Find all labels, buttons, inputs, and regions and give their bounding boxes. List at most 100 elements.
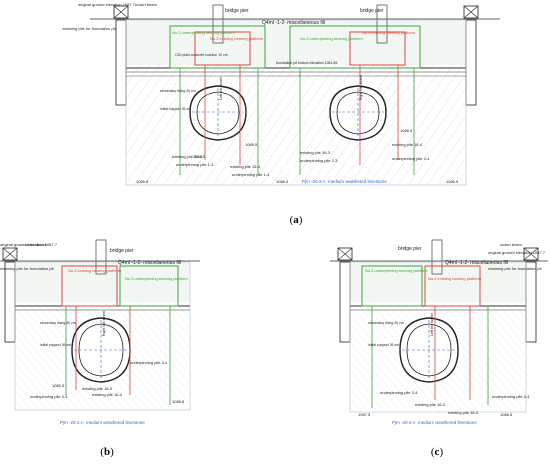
bridge-pier-b (95, 239, 107, 275)
rock-layer-label-c: Pjm -20-2-c- medium weathered limestone (392, 420, 477, 425)
platform-label-a-1: No.2 existing bearing platform (210, 36, 264, 41)
pile-label-b-0: underpinning pile 3-3 (30, 394, 68, 399)
rock-layer-label-b: Pjm -20-2-c- medium weathered limestone (60, 420, 145, 425)
secondary-lining-label-a: secondary lining 40 cm (160, 89, 196, 93)
elevation-label-a-2: 1069.5 (245, 142, 258, 147)
existing-platform-2-a (194, 31, 251, 66)
fill-layer-b (15, 262, 190, 302)
elevation-label-a-5: 1066.5 (446, 179, 459, 184)
platform-label-a-0: No.2 underpinning bearing platform (172, 30, 235, 35)
crown-beam-label-b: crown beam (25, 242, 47, 247)
fill-layer-label-c: Q4ml -1-2- miscellaneous fill (445, 260, 508, 266)
bridge-pier-label-right-a: bridge pier (360, 8, 384, 14)
pile-label-a-0: existing pile 15-3 (172, 154, 203, 159)
tunnel-label-a-1: Right line tunnel (359, 75, 363, 100)
piles-b (65, 306, 171, 405)
crown-beam-label-a: crown beam (135, 2, 157, 7)
crown-beam-b (2, 247, 18, 261)
retaining-pile-label-c: retaining pile for foundation pit (488, 266, 542, 271)
bridge-pier-right-a (376, 4, 388, 44)
fill-layer-label-a: Q4ml -1-2- miscellaneous fill (262, 20, 325, 26)
secondary-lining-label-c: secondary lining 40 cm (368, 321, 404, 325)
underpinning-platform-3-a (289, 25, 421, 69)
retaining-pile-label-b: retaining pile for foundation pit (0, 266, 54, 271)
platform-label-b-1: No.3 underpinning bearing platform (125, 276, 188, 281)
retaining-pile-label-a: retaining pile for foundation pit (62, 26, 116, 31)
pile-label-a-5: underpinning pile 2-3 (300, 158, 338, 163)
pile-label-b-2: underpinning pile 3-4 (130, 360, 168, 365)
bridge-pier-left-a (212, 4, 224, 44)
platform-label-c-0: No.4 underpinning bearing platform (365, 268, 428, 273)
elevation-label-c-1: 1066.5 (500, 412, 513, 417)
platform-label-a-3: No.3 existing bearing platform (362, 30, 416, 35)
retaining-pile-left-c (339, 261, 351, 343)
panel-c-labels: crown beam original ground elevation 108… (358, 242, 546, 425)
platform-label-a-2: No.3 underpinning bearing platform (300, 36, 363, 41)
section-border-c (349, 261, 527, 413)
pile-label-c-3: underpinning pile 4-4 (492, 394, 530, 399)
pile-label-c-2: existing pile 16-4 (448, 410, 479, 415)
rock-layer-label-a: Pjm -20-2-c- medium weathered limestone (302, 179, 387, 184)
caption-b: (b) (100, 446, 114, 458)
panel-a-labels: original ground elevation 1087.7 crown b… (62, 2, 459, 184)
bridge-pier-label-left-a: bridge pier (225, 8, 249, 14)
elevation-label-c-0: 1067.5 (358, 412, 371, 417)
elevation-label-a-4: 1066.5 (400, 128, 413, 133)
pile-label-a-1: underpinning pile 1-3 (176, 162, 214, 167)
elevation-label-a-0: 1066.8 (136, 179, 149, 184)
retaining-pile-right-c (525, 261, 537, 343)
panel-a (90, 4, 500, 186)
caption-c: (c) (430, 446, 444, 458)
tunnel-b (71, 317, 131, 383)
panel-b (0, 239, 200, 411)
retaining-pile-left-b (4, 261, 16, 343)
crown-beam-label-c: crown beam (500, 242, 522, 247)
underpinning-platform-2-a (169, 25, 266, 69)
underpinning-platform-c (361, 265, 423, 307)
elevation-label-a-3: 1066.5 (276, 179, 289, 184)
initial-support-label-b: initial support 26 cm (40, 343, 71, 347)
pile-label-c-0: underpinning pile 3-4 (380, 390, 418, 395)
initial-support-label-c: initial support 26 cm (368, 343, 399, 347)
initial-support-label-a: initial support 26 cm (160, 107, 191, 111)
section-border-b (14, 261, 191, 411)
pile-label-b-3: existing pile 16-4 (92, 392, 123, 397)
ground-elevation-label-b: original ground elevation 1087.7 (0, 242, 58, 247)
crown-beam-right-a (463, 5, 479, 19)
caption-a: (a) (289, 214, 303, 226)
elevation-label-a-1: 1066.5 (193, 154, 206, 159)
bridge-pier-label-b: bridge pier (110, 248, 134, 254)
cushion-note-a: C30 plain concrete cushion 10 cm (175, 53, 228, 57)
bridge-pier-label-c: bridge pier (398, 246, 422, 252)
existing-platform-c (424, 265, 481, 307)
elevation-label-b-0: 1065.5 (52, 383, 65, 388)
piles-c (371, 306, 489, 408)
retaining-pile-right-a (465, 19, 477, 106)
underpinning-platform-b (119, 265, 179, 307)
ground-elevation-label-a: original ground elevation 1087.7 (78, 2, 136, 7)
pile-label-a-4: existing pile 16-3 (300, 150, 331, 155)
pile-label-a-6: existing pile 16-4 (392, 142, 423, 147)
panel-b-labels: original ground elevation 1087.7 crown b… (0, 242, 188, 425)
fill-layer-label-b: Q4ml -1-2- miscellaneous fill (118, 260, 181, 266)
crown-beam-left-a (113, 5, 129, 19)
piles-a (179, 65, 415, 175)
tunnel-label-a-0: Left line tunnel (219, 77, 223, 100)
tunnel-label-b-0: Right line tunnel (102, 311, 106, 336)
bridge-pier-c (431, 239, 443, 275)
crown-beam-left-c (337, 247, 353, 261)
fill-layer-c (350, 262, 526, 302)
pile-label-a-3: underpinning pile 1-4 (232, 172, 270, 177)
tunnel-label-c-0: Left line tunnel (430, 313, 434, 336)
pile-label-a-7: underpinning pile 2-4 (392, 156, 430, 161)
pile-label-b-1: existing pile 16-3 (82, 386, 113, 391)
tunnel-c (399, 317, 459, 383)
pile-label-c-1: existing pile 16-3 (415, 402, 446, 407)
existing-platform-b (61, 265, 118, 307)
right-tunnel-a (329, 85, 387, 141)
retaining-pile-left-a (115, 19, 127, 106)
platform-label-c-1: No.4 existing bearing platform (428, 276, 482, 281)
crown-beam-right-c (523, 247, 539, 261)
pit-bottom-note-a: foundation pit bottom elevation 1081.85 (276, 61, 337, 65)
